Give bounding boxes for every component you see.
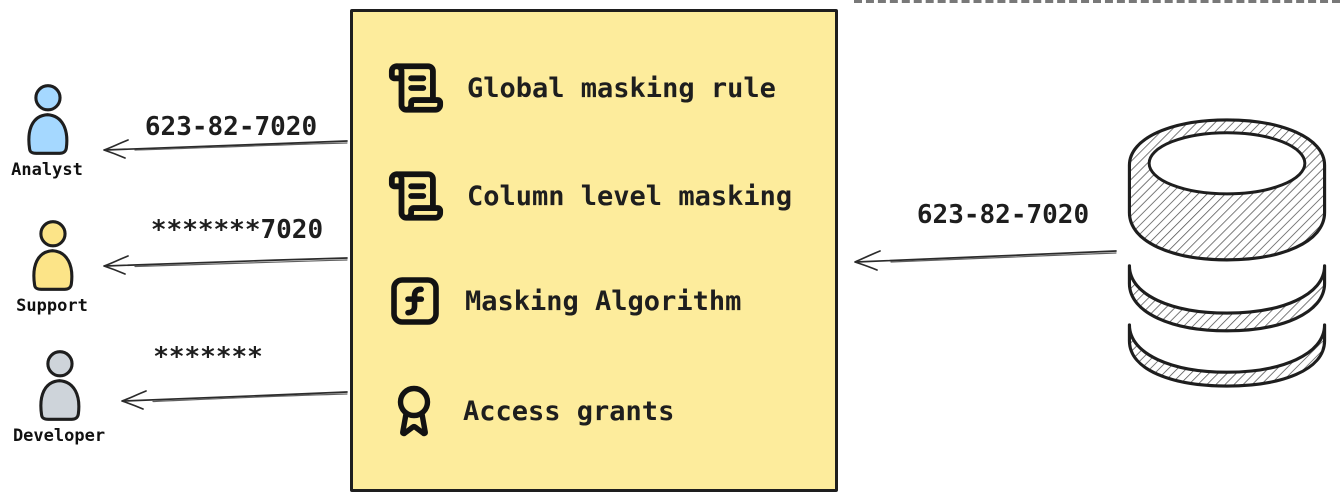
arrowhead xyxy=(854,250,881,271)
scroll-text-icon xyxy=(388,171,444,221)
actor-label: Support xyxy=(16,296,88,316)
flow-value-developer: ******* xyxy=(153,342,263,372)
person-body xyxy=(27,113,69,155)
arrow-to-developer xyxy=(121,390,348,410)
person-body xyxy=(39,379,81,421)
person-icon xyxy=(27,84,69,155)
db-top-opening xyxy=(1147,131,1307,196)
db-middle-band xyxy=(1127,264,1327,333)
person-body xyxy=(32,249,74,291)
db-bottom-band xyxy=(1127,323,1327,388)
arrowhead xyxy=(121,390,147,410)
actor-label: Analyst xyxy=(11,160,83,180)
flow-value-database: 623-82-7020 xyxy=(916,200,1090,230)
box-item-global-masking-rule: Global masking rule xyxy=(387,58,776,118)
function-square-icon xyxy=(391,277,439,325)
award-icon xyxy=(397,385,431,437)
person-head xyxy=(39,220,67,248)
person-head xyxy=(46,350,74,378)
box-item-column-level-masking: Column level masking xyxy=(387,166,792,226)
box-item-masking-algorithm: Masking Algorithm xyxy=(387,271,741,331)
item-label: Access grants xyxy=(463,395,675,427)
person-head xyxy=(34,84,62,112)
person-icon xyxy=(39,350,81,421)
actor-analyst: Analyst xyxy=(0,84,107,180)
database xyxy=(1122,114,1332,388)
arrow-to-support xyxy=(103,255,348,275)
actor-label: Developer xyxy=(12,426,106,446)
flow-value-support: *******7020 xyxy=(150,215,324,245)
database-icon xyxy=(1127,118,1327,388)
actor-support: Support xyxy=(0,220,112,316)
item-label: Column level masking xyxy=(467,180,793,212)
box-item-access-grants: Access grants xyxy=(387,381,674,441)
item-label: Masking Algorithm xyxy=(465,285,742,317)
flow-value-analyst: 623-82-7020 xyxy=(144,112,318,142)
arrow-db-to-box xyxy=(854,250,1117,271)
person-icon xyxy=(32,220,74,291)
scroll-text-icon xyxy=(388,63,444,113)
arrowhead xyxy=(103,255,129,275)
arrowhead xyxy=(103,139,129,159)
item-label: Global masking rule xyxy=(467,72,776,104)
actor-developer: Developer xyxy=(0,350,119,446)
masking-rules-panel: Global masking rule Column level masking… xyxy=(350,9,838,492)
arrow-to-analyst xyxy=(103,139,348,159)
dashed-frame-edge xyxy=(854,0,1340,3)
